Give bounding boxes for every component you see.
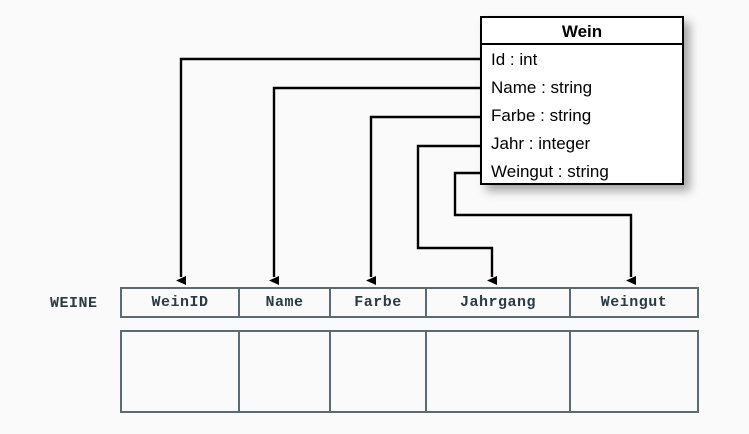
connector-id-to-weinid — [176, 57, 481, 285]
table-cell-jahrgang[interactable] — [427, 332, 571, 411]
uml-attribute-weingut[interactable]: Weingut : string — [491, 162, 609, 181]
connector-farbe-to-farbe — [366, 115, 481, 285]
relation-name-label: WEINE — [50, 295, 98, 312]
table-cell-weingut[interactable] — [571, 332, 697, 411]
table-column-header-farbe[interactable]: Farbe — [331, 289, 427, 316]
table-cell-farbe[interactable] — [331, 332, 427, 411]
connector-weingut-to-weingut — [453, 171, 636, 285]
uml-class-title: Wein — [482, 18, 682, 45]
uml-attribute-name[interactable]: Name : string — [491, 78, 593, 97]
uml-attribute-id[interactable]: Id : int — [491, 50, 538, 69]
table-column-header-weingut[interactable]: Weingut — [600, 294, 668, 311]
uml-attribute-list: Id : int Name : string Farbe : string Ja… — [482, 45, 682, 186]
uml-attribute-jahr[interactable]: Jahr : integer — [491, 134, 591, 153]
table-column-header-weinid[interactable]: WeinID — [122, 289, 240, 316]
uml-class-box-wein[interactable]: Wein Id : int Name : string Farbe : stri… — [480, 16, 684, 185]
table-cell-name[interactable] — [240, 332, 331, 411]
relation-table-weine: WeinID Name Farbe Jahrgang Weingut — [120, 287, 699, 413]
connector-name-to-name — [269, 86, 481, 285]
table-cell-weinid[interactable] — [122, 332, 240, 411]
table-column-header-jahrgang[interactable]: Jahrgang — [427, 289, 571, 316]
table-column-header-name[interactable]: Name — [240, 289, 331, 316]
table-header-row: WeinID Name Farbe Jahrgang Weingut — [120, 287, 699, 318]
table-row — [120, 330, 699, 413]
connector-jahr-to-jahrgang — [416, 144, 497, 285]
uml-attribute-farbe[interactable]: Farbe : string — [491, 106, 592, 125]
